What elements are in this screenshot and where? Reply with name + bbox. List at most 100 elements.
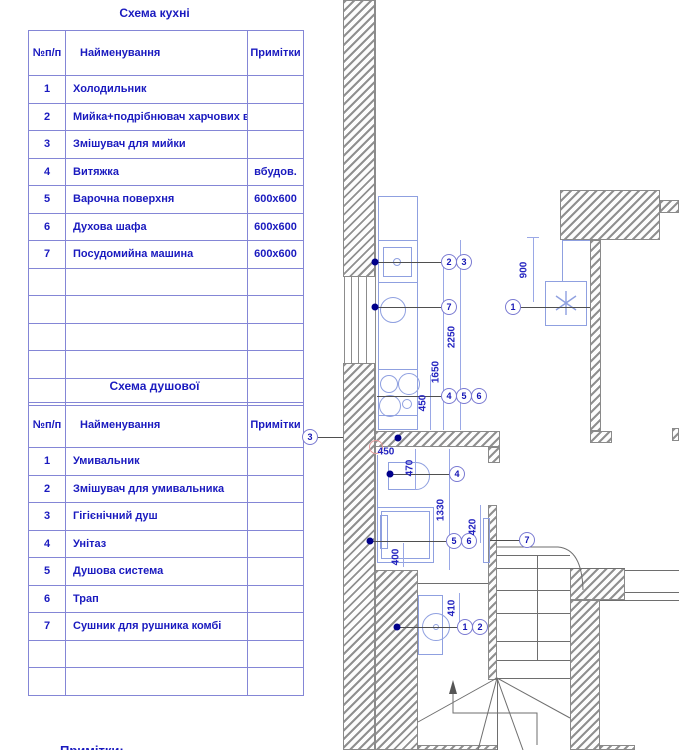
table-row-empty (28, 377, 304, 406)
toilet-supply-line (377, 455, 378, 521)
shower-tray (377, 507, 434, 563)
leader-dot (371, 258, 379, 266)
plan-line (625, 592, 679, 593)
table-cell (247, 102, 304, 131)
leader-line (490, 540, 519, 541)
callout-hood-cooktop-oven-5: 5 (456, 388, 472, 404)
table-cell: Змішувач для мийки (65, 130, 248, 159)
table-cell-empty (247, 322, 304, 351)
dimension-450: 450 (377, 446, 395, 458)
table-cell: 7 (28, 240, 66, 269)
leader-line (375, 307, 441, 308)
table-cell-empty (65, 377, 248, 406)
table-cell: Витяжка (65, 157, 248, 186)
table-cell: Холодильник (65, 75, 248, 104)
dimension-line (480, 505, 481, 543)
dimension-line (430, 375, 431, 430)
plan-line (418, 583, 488, 584)
fridge-asterisk-icon (555, 291, 577, 315)
table-cell: вбудов. (247, 157, 304, 186)
dimension-2250: 2250 (446, 325, 458, 349)
kitchen-counter-outline (378, 196, 418, 430)
column-header: Примітки (247, 402, 304, 448)
dimension-line (443, 262, 444, 430)
dishwasher-symbol (380, 297, 406, 323)
leader-dot (393, 623, 401, 631)
table-cell: 6 (28, 584, 66, 613)
leader-dot (386, 470, 394, 478)
wall-segment (570, 600, 600, 750)
leader-line (397, 627, 457, 628)
burner (380, 375, 398, 393)
table-cell (247, 130, 304, 159)
table-cell: 600х600 (247, 240, 304, 269)
dimension-line (403, 543, 404, 567)
stair-step (497, 641, 570, 642)
table-cell: 2 (28, 474, 66, 503)
leader-dot (394, 434, 402, 442)
callout-sink-mixer-2: 2 (441, 254, 457, 270)
burner (398, 373, 420, 395)
dimension-line (415, 449, 416, 490)
kitchen-schedule-title: Схема кухні (119, 6, 190, 20)
wall-segment (488, 447, 500, 463)
counter-divider (378, 369, 418, 370)
table-cell: 2 (28, 102, 66, 131)
wall-segment (560, 190, 660, 240)
table-cell: 5 (28, 185, 66, 214)
dimension-line (533, 237, 534, 302)
leader-line (318, 437, 343, 438)
dimension-410: 410 (446, 599, 458, 617)
dimension-470: 470 (404, 459, 416, 477)
wall-segment (488, 505, 497, 680)
table-cell-empty (247, 377, 304, 406)
towel-dryer (483, 518, 490, 563)
callout-shower-drain-5: 5 (446, 533, 462, 549)
dimension-tick (527, 237, 539, 238)
dimension-1650: 1650 (430, 360, 442, 384)
shower-drain-channel (380, 515, 388, 549)
dimension-420: 420 (467, 518, 479, 536)
dimension-450: 450 (417, 394, 429, 412)
table-cell-empty (28, 667, 66, 696)
wall-face-line (375, 0, 376, 431)
table-row-empty (28, 322, 304, 351)
fridge-niche-line (562, 240, 563, 281)
wall-segment (343, 0, 375, 277)
burner (379, 395, 401, 417)
door-swing (497, 546, 584, 591)
stair-winders (417, 677, 571, 750)
column-header: Найменування (65, 30, 248, 76)
wall-segment (660, 200, 679, 213)
callout-toilet-4: 4 (449, 466, 465, 482)
wall-face-line (375, 447, 376, 570)
leader-line (390, 474, 449, 475)
callout-hygienic-shower-3: 3 (302, 429, 318, 445)
table-cell: Унітаз (65, 529, 248, 558)
table-cell: Варочна поверхня (65, 185, 248, 214)
notes-label: Примітки: (60, 743, 124, 750)
stair-step (497, 555, 570, 556)
fridge-outline (545, 281, 587, 326)
table-cell-empty (28, 639, 66, 668)
leader-dot (366, 537, 374, 545)
callout-towel-dryer-7: 7 (519, 532, 535, 548)
dimension-400: 400 (390, 548, 402, 566)
table-cell: 600х600 (247, 212, 304, 241)
stair-divider (537, 555, 538, 660)
burner (402, 399, 412, 409)
table-cell: 4 (28, 529, 66, 558)
